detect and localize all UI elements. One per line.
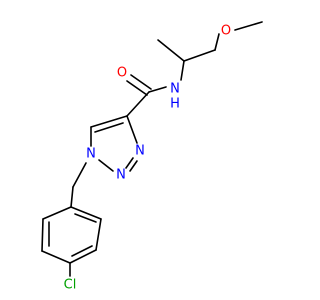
- bond-amide-n-ch: [180, 60, 185, 81]
- bonds: [41, 21, 263, 277]
- bond-ring-2: [95, 218, 102, 251]
- bond-n1-benzyl-ch2: [72, 162, 87, 188]
- triazole-n2-label: N: [116, 168, 126, 183]
- bond-ring-6: [42, 206, 72, 220]
- bond-carbonyl-amide-n: [148, 86, 167, 93]
- bond-ring-inner-1: [74, 213, 97, 223]
- bond-ring-inner-2: [71, 245, 93, 257]
- bond-ring-4: [41, 250, 71, 264]
- bond-ch-methyl: [157, 39, 185, 62]
- bond-ch-ch2: [183, 49, 216, 62]
- bond-c4-c5: [90, 115, 128, 128]
- molecule-diagram: O N H O N N N Cl: [41, 21, 263, 293]
- ether-oxygen-label: O: [221, 24, 231, 39]
- carbonyl-oxygen-label: O: [117, 66, 127, 81]
- bond-benzyl-ch2-ring: [70, 186, 74, 208]
- bond-carbonyl-double-b: [130, 74, 152, 90]
- chlorine-label: Cl: [64, 278, 77, 293]
- bond-ether-o-methyl: [234, 21, 263, 31]
- bond-n2-n3-b: [129, 160, 138, 172]
- bond-c4-c5-inner: [94, 122, 124, 133]
- bond-ring-1: [70, 206, 102, 220]
- bond-n2-n3-a: [125, 157, 134, 169]
- bond-ring-5: [41, 218, 44, 252]
- bond-ch2-ether-o: [214, 33, 220, 51]
- amide-hydrogen-label: H: [170, 97, 180, 112]
- bond-n3-c4: [126, 115, 138, 144]
- bond-n1-n2: [98, 159, 114, 172]
- structure-svg: O N H O N N N Cl: [41, 21, 263, 293]
- atom-labels: O N H O N N N Cl: [64, 24, 231, 293]
- triazole-n3-label: N: [135, 144, 145, 159]
- bond-ring-3: [69, 249, 97, 264]
- bond-carbonyl-c4: [126, 91, 150, 117]
- amide-nitrogen-label: N: [170, 82, 180, 97]
- triazole-n1-label: N: [86, 147, 96, 162]
- bond-carbonyl-double-a: [126, 80, 148, 96]
